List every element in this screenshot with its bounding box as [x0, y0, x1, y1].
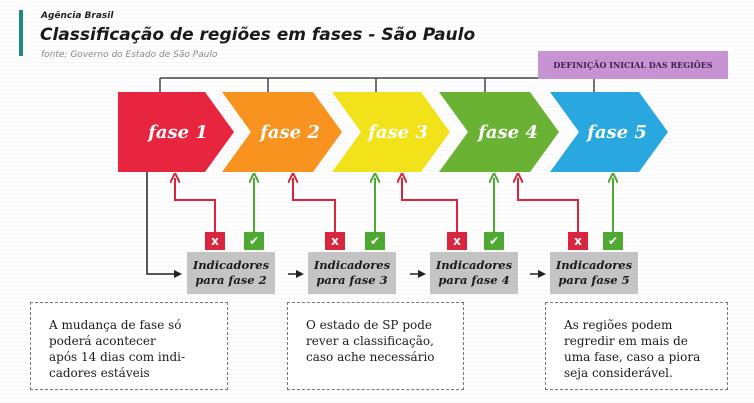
note-line: após 14 dias com indi- — [49, 350, 186, 364]
definition-box: DEFINIÇÃO INICIAL DAS REGIÕES — [538, 51, 728, 79]
pass-check-icon: ✔ — [244, 232, 264, 250]
phase-5-label: fase 5 — [587, 122, 647, 143]
phase-4-chevron — [439, 92, 559, 172]
phase-1-chevron — [118, 92, 234, 172]
header-accent-bar — [19, 10, 23, 56]
pass-check-icon: ✔ — [365, 232, 385, 250]
note-line: As regiões podem — [564, 318, 673, 332]
note-line: caso ache necessário — [306, 350, 435, 364]
indicator-target: para fase 5 — [558, 273, 630, 287]
note-box-regression: As regiões podem regredir em mais de uma… — [545, 302, 728, 390]
source-label: fonte: Governo do Estado de São Paulo — [41, 50, 218, 60]
indicator-target: para fase 3 — [316, 273, 388, 287]
indicator-target: para fase 2 — [195, 273, 267, 287]
note-box-state-review: O estado de SP pode rever a classificaçã… — [287, 302, 464, 390]
phase-3-label: fase 3 — [368, 122, 428, 143]
pass-check-icon: ✔ — [484, 232, 504, 250]
fail-x-icon: x — [447, 232, 467, 250]
fail-x-icon: x — [205, 232, 225, 250]
fail-arrow-2 — [293, 178, 336, 232]
flow-arrow-start — [146, 172, 182, 278]
pass-check-icon: ✔ — [603, 232, 623, 250]
indicator-target: para fase 4 — [438, 273, 510, 287]
agency-label: Agência Brasil — [41, 11, 114, 21]
page-title: Classificação de regiões em fases - São … — [40, 25, 476, 45]
phase-2-label: fase 2 — [260, 122, 320, 143]
note-line: regredir em mais de — [564, 334, 688, 348]
note-line: seja considerável. — [564, 366, 673, 380]
fail-arrow-4 — [518, 178, 579, 232]
note-line: O estado de SP pode — [306, 318, 433, 332]
phase-2-chevron — [222, 92, 342, 172]
indicator-title: Indicadores — [435, 258, 513, 272]
phase-1-label: fase 1 — [148, 122, 208, 143]
fail-arrow-1 — [175, 178, 216, 232]
phase-4-label: fase 4 — [478, 122, 538, 143]
fail-arrow-3 — [402, 178, 458, 232]
note-line: A mudança de fase só — [49, 318, 182, 332]
phase-5-chevron — [550, 92, 668, 172]
note-line: uma fase, caso a piora — [564, 350, 701, 364]
indicator-title: Indicadores — [313, 258, 391, 272]
note-line: poderá acontecer — [49, 334, 156, 348]
fail-x-icon: x — [325, 232, 345, 250]
indicator-title: Indicadores — [555, 258, 633, 272]
definition-bracket — [159, 77, 595, 92]
note-box-stability: A mudança de fase só poderá acontecer ap… — [30, 302, 228, 390]
fail-x-icon: x — [568, 232, 588, 250]
note-line: rever a classificação, — [306, 334, 434, 348]
note-line: cadores estáveis — [49, 366, 150, 380]
phase-3-chevron — [332, 92, 450, 172]
indicator-title: Indicadores — [192, 258, 270, 272]
